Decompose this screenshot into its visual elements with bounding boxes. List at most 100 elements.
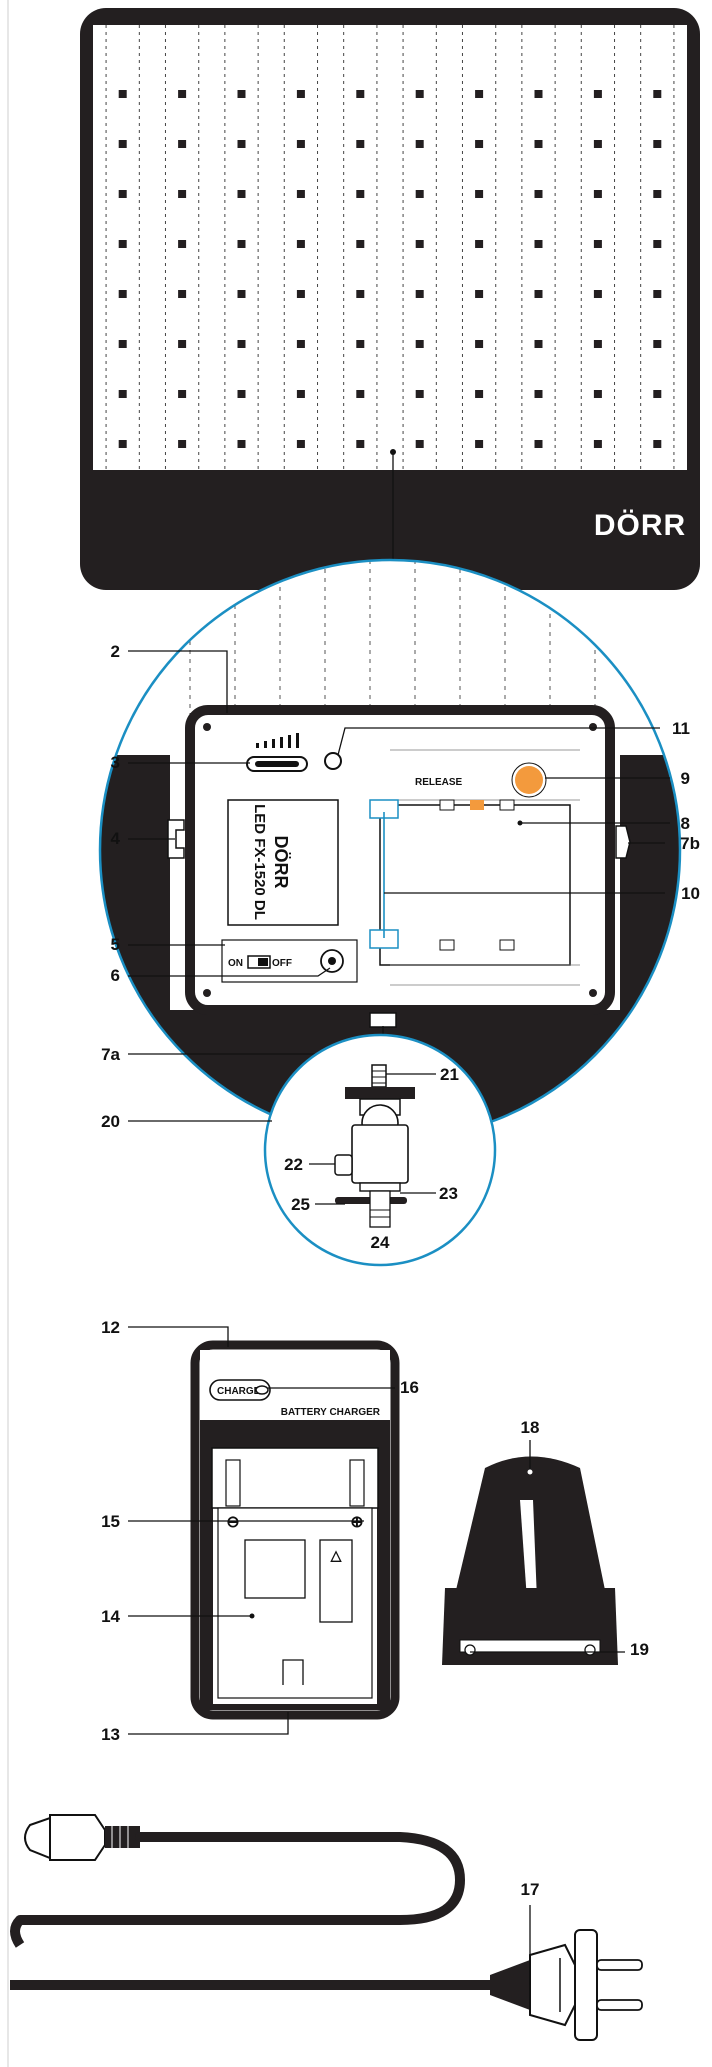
sticker-model: LED FX-1520 DL (251, 804, 268, 920)
battery-slot (369, 799, 580, 986)
led-dot (237, 140, 246, 148)
callout-8: 8 (681, 814, 690, 833)
callout-7a: 7a (101, 1045, 120, 1064)
led-dot (178, 440, 187, 448)
callout-11: 11 (672, 719, 690, 738)
led-dot (534, 290, 543, 298)
led-dot (118, 290, 127, 298)
led-dot (534, 240, 543, 248)
led-dot (415, 290, 424, 298)
led-dot (475, 290, 484, 298)
ball-head-detail (263, 1033, 497, 1267)
switch-off-label: OFF (272, 958, 292, 969)
sticker-brand: DÖRR (271, 836, 291, 889)
locking-screw (334, 1154, 353, 1176)
back-plate: DÖRR LED FX-1520 DL ON OFF RELEASE (167, 705, 631, 1028)
led-dot (653, 90, 662, 98)
side-mount-right (615, 825, 631, 859)
led-dot (237, 190, 246, 198)
callout-19: 19 (630, 1640, 649, 1659)
led-dot (593, 190, 602, 198)
battery-charger: CHARGE BATTERY CHARGER ⊖ ⊕ △ (190, 1340, 400, 1720)
led-dot (356, 140, 365, 148)
led-dot (356, 340, 365, 348)
switch-on-label: ON (228, 958, 243, 969)
model-sticker (227, 799, 339, 926)
callout-16: 16 (400, 1378, 419, 1397)
led-panel-front: DÖRR (80, 8, 700, 590)
battery-level-bars (256, 733, 299, 748)
callout-25: 25 (291, 1195, 310, 1214)
release-label: RELEASE (415, 777, 463, 788)
led-dot (296, 440, 305, 448)
callout-5: 5 (111, 935, 120, 954)
led-dot (356, 290, 365, 298)
panel-brand-logo: DÖRR (594, 509, 686, 542)
bottom-screw (369, 1190, 391, 1228)
led-dot (356, 190, 365, 198)
callout-22: 22 (284, 1155, 303, 1174)
led-dot (296, 340, 305, 348)
led-dot (296, 290, 305, 298)
plus-terminal: ⊕ (350, 1514, 363, 1531)
led-dot (356, 90, 365, 98)
led-dot (653, 240, 662, 248)
led-dot (118, 340, 127, 348)
led-dot (356, 440, 365, 448)
led-dot (593, 440, 602, 448)
led-dot (178, 90, 187, 98)
led-dot (653, 440, 662, 448)
plug-body (529, 1943, 576, 2027)
ball-head-body (351, 1124, 409, 1184)
led-dot (296, 390, 305, 398)
led-dot (653, 340, 662, 348)
callout-18: 18 (521, 1418, 540, 1437)
led-dot (653, 190, 662, 198)
callout-24: 24 (371, 1233, 390, 1252)
led-dot (237, 240, 246, 248)
led-dot (237, 340, 246, 348)
led-dot (178, 240, 187, 248)
warning-icon: △ (330, 1547, 343, 1563)
plug-face (574, 1929, 598, 2041)
led-dot (593, 290, 602, 298)
battery-callouts: 18 19 (470, 1418, 649, 1659)
led-dot (415, 340, 424, 348)
led-dot (415, 440, 424, 448)
callout-14: 14 (101, 1607, 120, 1626)
led-dot (237, 290, 246, 298)
led-dot (475, 240, 484, 248)
led-dot (593, 90, 602, 98)
ball-head-callouts: 20 21 22 23 25 24 (101, 1065, 459, 1252)
led-dot (653, 290, 662, 298)
callout-10: 10 (681, 884, 700, 903)
top-plate (345, 1087, 415, 1099)
led-dot (237, 390, 246, 398)
led-dot (475, 340, 484, 348)
led-dot (415, 140, 424, 148)
led-dot (534, 390, 543, 398)
callout-13: 13 (101, 1725, 120, 1744)
led-dot (475, 440, 484, 448)
led-dot (475, 190, 484, 198)
charge-led (255, 1385, 269, 1395)
led-dot (178, 390, 187, 398)
led-dot (534, 90, 543, 98)
led-dot (296, 140, 305, 148)
callout-7b: 7b (680, 834, 700, 853)
led-dot (356, 390, 365, 398)
led-dot (237, 90, 246, 98)
led-dot (593, 340, 602, 348)
back-callouts: 2 3 4 5 6 7a 11 9 8 7b 10 (101, 642, 700, 1064)
led-dot (118, 90, 127, 98)
led-dot (296, 240, 305, 248)
bottom-mount (369, 1012, 397, 1028)
led-dot (118, 140, 127, 148)
callout-21: 21 (440, 1065, 459, 1084)
release-button (515, 766, 543, 794)
led-dot (415, 190, 424, 198)
led-dot (237, 440, 246, 448)
led-dot (118, 190, 127, 198)
led-dot (534, 340, 543, 348)
